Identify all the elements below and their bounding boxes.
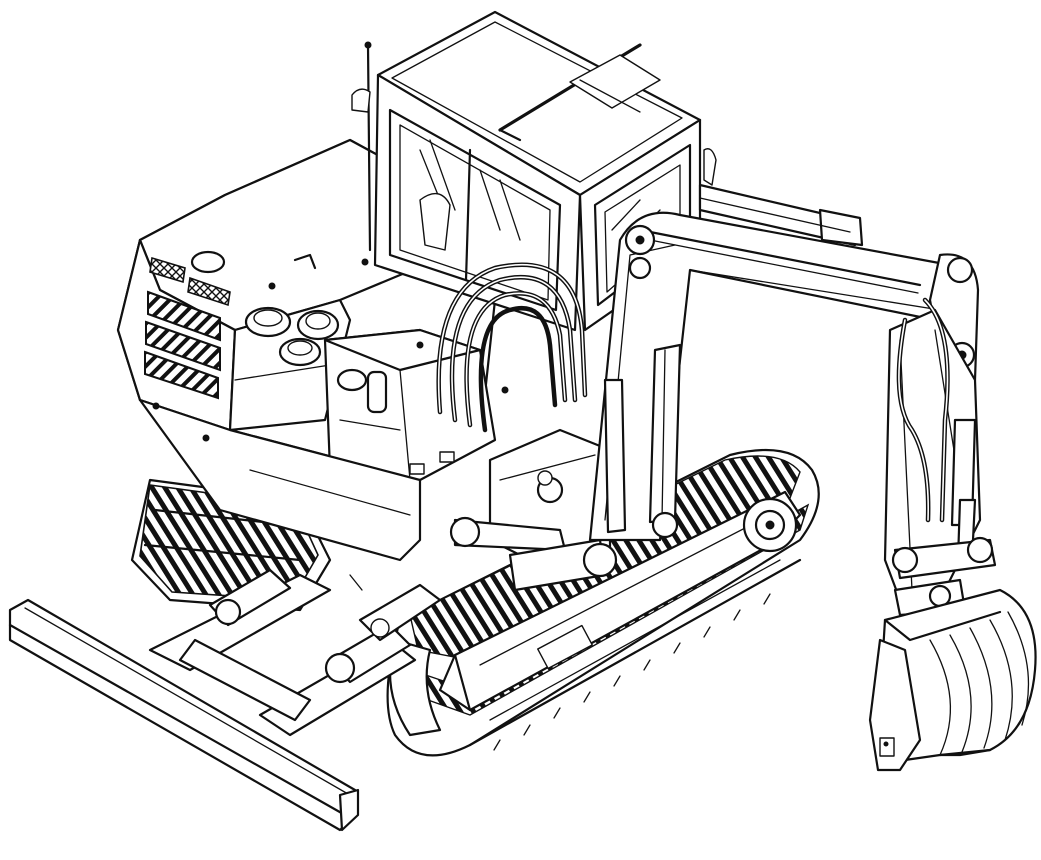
upper-housing	[116, 138, 497, 562]
dozer-assembly	[8, 568, 442, 832]
swing-bracket	[449, 428, 618, 592]
bucket	[868, 588, 1037, 772]
hydraulic-hoses	[436, 262, 588, 433]
arm	[883, 297, 997, 617]
right-track	[386, 448, 820, 757]
misc-details	[152, 258, 553, 591]
